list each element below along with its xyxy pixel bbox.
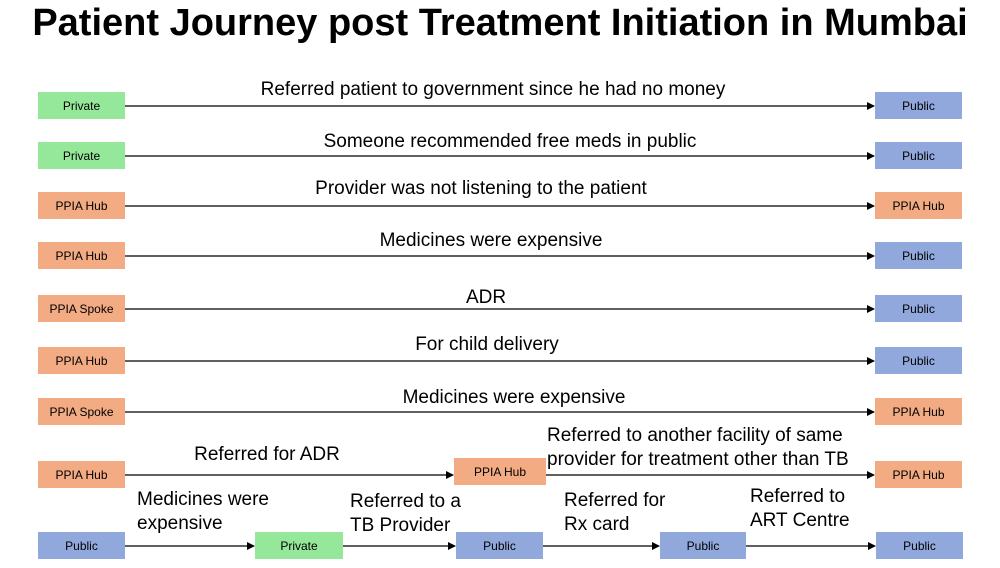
- label-row-9-fourth-line1: Referred to: [750, 486, 846, 507]
- node-row-6-from: PPIA Hub: [38, 347, 125, 374]
- node-row-8-mid: PPIA Hub: [454, 458, 546, 485]
- node-row-9-n2: Private: [255, 532, 343, 559]
- label-row-9-second-line1: Referred to a: [350, 491, 461, 512]
- diagram-title: Patient Journey post Treatment Initiatio…: [32, 2, 968, 44]
- node-row-7-from: PPIA Spoke: [38, 398, 125, 425]
- node-row-9-n3: Public: [456, 532, 543, 559]
- label-row-9-third-line1: Referred for: [564, 490, 666, 511]
- label-row-9-second-line2: TB Provider: [350, 515, 451, 536]
- node-row-3-from: PPIA Hub: [38, 192, 125, 219]
- label-row-8-second-line2: provider for treatment other than TB: [547, 449, 849, 470]
- label-row-8-second-line1: Referred to another facility of same: [547, 425, 843, 446]
- node-row-2-to: Public: [875, 142, 962, 169]
- label-row-9-first-line2: expensive: [137, 513, 223, 534]
- node-row-1-to: Public: [875, 92, 962, 119]
- label-row-6: For child delivery: [415, 334, 559, 355]
- node-row-3-to: PPIA Hub: [875, 192, 962, 219]
- label-row-1: Referred patient to government since he …: [260, 79, 726, 100]
- node-row-9-n1: Public: [38, 532, 125, 559]
- label-row-9-third-line2: Rx card: [564, 514, 630, 535]
- node-row-6-to: Public: [875, 347, 962, 374]
- label-row-7: Medicines were expensive: [402, 387, 626, 408]
- label-row-2: Someone recommended free meds in public: [323, 131, 697, 152]
- label-row-9-fourth-line2: ART Centre: [750, 510, 850, 531]
- node-row-5-to: Public: [875, 295, 962, 322]
- node-row-5-from: PPIA Spoke: [38, 295, 125, 322]
- label-row-8-first: Referred for ADR: [194, 444, 340, 465]
- node-row-7-to: PPIA Hub: [875, 398, 962, 425]
- node-row-4-from: PPIA Hub: [38, 242, 125, 269]
- label-row-3: Provider was not listening to the patien…: [315, 178, 647, 199]
- label-row-5: ADR: [465, 287, 507, 308]
- node-row-9-n4: Public: [660, 532, 746, 559]
- node-row-8-from: PPIA Hub: [38, 461, 125, 488]
- node-row-8-to: PPIA Hub: [875, 461, 962, 488]
- node-row-2-from: Private: [38, 142, 125, 169]
- node-row-4-to: Public: [875, 242, 962, 269]
- node-row-1-from: Private: [38, 92, 125, 119]
- label-row-9-first-line1: Medicines were: [137, 489, 269, 510]
- label-row-4: Medicines were expensive: [379, 230, 603, 251]
- node-row-9-n5: Public: [876, 532, 963, 559]
